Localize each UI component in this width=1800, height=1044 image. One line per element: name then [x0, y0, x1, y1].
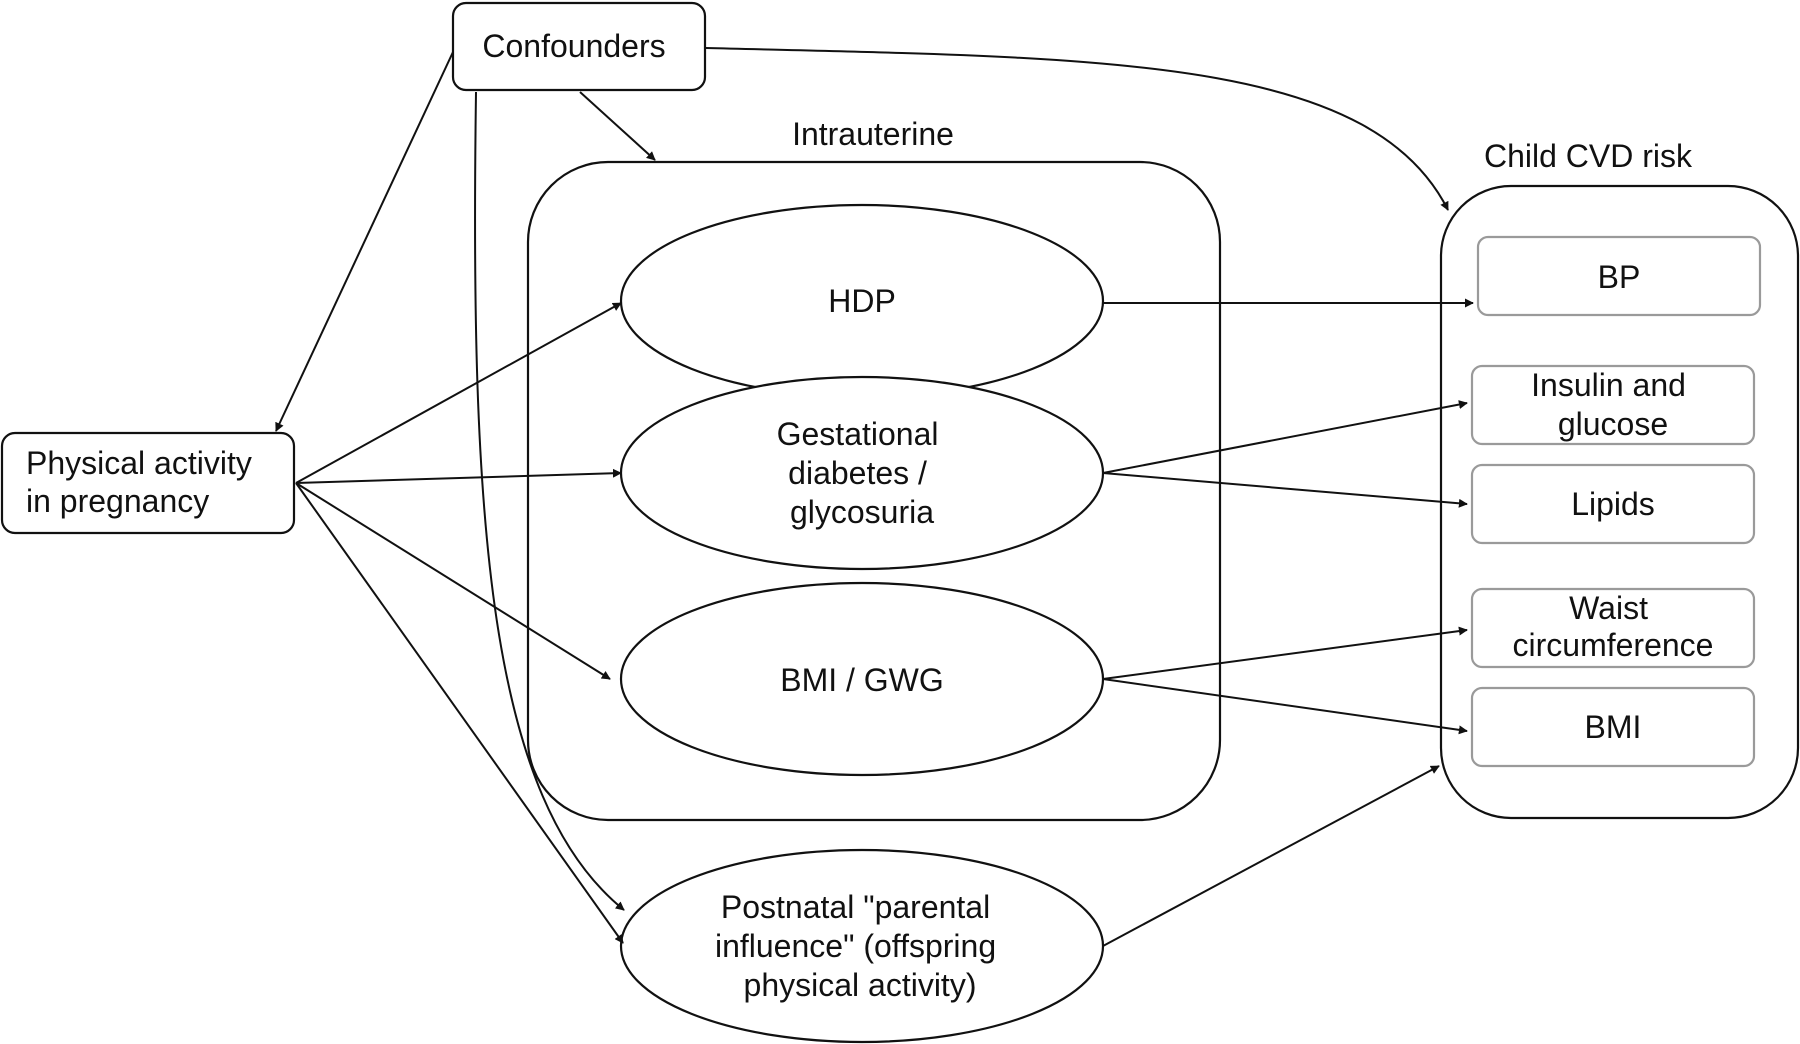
edge-postnatal-to-child-cvd — [1102, 765, 1440, 947]
edge-activity-to-gestational — [295, 468, 622, 484]
edge-confounders-to-physical-activity — [275, 51, 454, 432]
physical-activity-label: Physical activity in pregnancy — [26, 445, 261, 519]
bmi-gwg-label: BMI / GWG — [780, 662, 944, 698]
bp-outcome-label: BP — [1598, 259, 1641, 295]
gestational-line-3: glycosuria — [790, 494, 934, 530]
edge-gestational-to-lipids — [1102, 472, 1468, 508]
postnatal-line-2: influence" (offspring — [715, 928, 996, 964]
waist-line-2: circumference — [1513, 627, 1714, 663]
physical-activity-node — [0, 431, 296, 535]
insulin-line-1: Insulin and — [1531, 367, 1686, 403]
edge-activity-to-postnatal — [295, 482, 624, 944]
waist-outcome-label: Waist circumference — [1513, 590, 1714, 663]
edge-bmi-gwg-to-waist — [1102, 626, 1468, 680]
confounders-node — [451, 1, 707, 92]
edge-confounders-to-intrauterine — [579, 91, 656, 161]
waist-outcome-box — [1470, 587, 1756, 669]
edge-confounders-to-postnatal — [474, 91, 625, 911]
bmi-outcome-label: BMI — [1585, 709, 1642, 745]
insulin-glucose-outcome-label: Insulin and glucose — [1531, 367, 1695, 442]
physical-activity-line-2: in pregnancy — [26, 483, 209, 519]
child-cvd-label: Child CVD risk — [1484, 138, 1693, 174]
insulin-line-2: glucose — [1558, 406, 1668, 442]
postnatal-label: Postnatal "parental influence" (offsprin… — [715, 889, 1005, 1003]
postnatal-line-1: Postnatal "parental — [721, 889, 990, 925]
edge-bmi-gwg-to-bmi — [1102, 678, 1468, 735]
physical-activity-line-1: Physical activity — [26, 445, 252, 481]
edge-activity-to-hdp — [295, 302, 622, 484]
bmi-outcome-box — [1470, 686, 1756, 768]
intrauterine-label: Intrauterine — [792, 116, 954, 152]
lipids-outcome-box — [1470, 463, 1756, 545]
insulin-glucose-outcome-box — [1470, 364, 1756, 446]
gestational-line-2: diabetes / — [788, 455, 927, 491]
lipids-outcome-label: Lipids — [1571, 486, 1655, 522]
edge-gestational-to-insulin — [1102, 400, 1468, 474]
gestational-diabetes-label: Gestational diabetes / glycosuria — [777, 416, 948, 530]
confounders-label: Confounders — [482, 28, 665, 64]
edge-activity-to-bmi-gwg — [295, 482, 611, 680]
postnatal-line-3: physical activity) — [744, 967, 977, 1003]
waist-line-1: Waist — [1569, 590, 1648, 626]
gestational-line-1: Gestational — [777, 416, 939, 452]
hdp-label: HDP — [828, 283, 896, 319]
bp-outcome-box — [1476, 235, 1762, 317]
edge-confounders-to-child-cvd — [705, 47, 1449, 211]
